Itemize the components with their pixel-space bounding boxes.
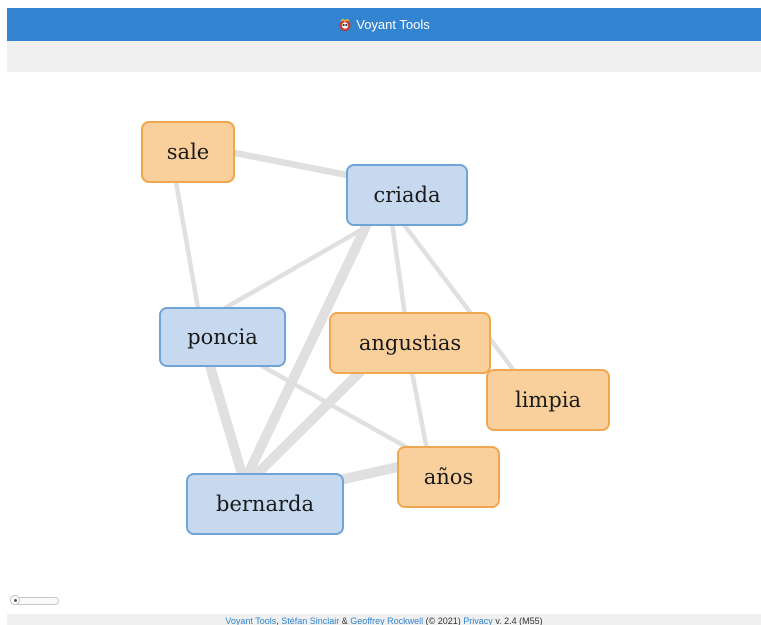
app-header: Voyant Tools (7, 8, 761, 41)
node-sale[interactable]: sale (141, 121, 235, 183)
node-label: bernarda (216, 492, 314, 516)
edge-angustias-bernarda (250, 367, 365, 481)
voyant-link[interactable]: Voyant Tools (225, 616, 277, 625)
edge-poncia-bernarda (205, 361, 247, 479)
privacy-link[interactable]: Privacy (463, 616, 493, 625)
edge-criada-bernarda (243, 217, 373, 479)
node-limpia[interactable]: limpia (486, 369, 610, 431)
edge-criada-angustias (389, 219, 408, 319)
network-nodes: sale criada poncia angustias limpia años berna… (141, 121, 610, 535)
node-poncia[interactable]: poncia (159, 307, 286, 367)
node-años[interactable]: años (397, 446, 500, 508)
node-label: criada (374, 183, 441, 207)
node-box[interactable] (186, 473, 344, 535)
toolbar (7, 41, 761, 72)
app-title: Voyant Tools (356, 17, 430, 32)
slider-track[interactable] (15, 597, 59, 605)
footer-separator: , (276, 616, 282, 625)
node-label: limpia (515, 388, 581, 412)
footer-ampersand: & (339, 616, 351, 625)
footer: Voyant Tools, Stéfan Sinclair & Geoffrey… (7, 614, 761, 625)
author-link-sinclair[interactable]: Stéfan Sinclair (281, 616, 340, 625)
node-box[interactable] (159, 307, 286, 367)
node-box[interactable] (346, 164, 468, 226)
edge-angustias-años (409, 369, 430, 453)
voyant-logo-icon (339, 18, 351, 31)
node-label: angustias (359, 331, 461, 355)
node-box[interactable] (397, 446, 500, 508)
node-label: sale (167, 140, 209, 164)
edge-poncia-años (259, 363, 418, 455)
node-angustias[interactable]: angustias (329, 312, 491, 374)
node-box[interactable] (486, 369, 610, 431)
footer-version: v. 2.4 (M55) (492, 616, 543, 625)
edge-sale-poncia (173, 179, 201, 311)
node-bernarda[interactable]: bernarda (186, 473, 344, 535)
node-label: poncia (187, 325, 258, 349)
footer-copyright: (© 2021) (423, 616, 464, 625)
node-box[interactable] (141, 121, 235, 183)
network-edges (173, 148, 518, 485)
author-link-rockwell[interactable]: Geoffrey Rockwell (350, 616, 424, 625)
edge-criada-limpia (399, 219, 518, 375)
slider-thumb[interactable] (10, 595, 20, 605)
context-slider[interactable] (10, 595, 59, 606)
node-criada[interactable]: criada (346, 164, 468, 226)
node-box[interactable] (329, 312, 491, 374)
edge-años-bernarda (335, 461, 407, 485)
edge-criada-poncia (222, 219, 378, 311)
edge-sale-criada (226, 148, 356, 180)
node-label: años (424, 465, 473, 489)
